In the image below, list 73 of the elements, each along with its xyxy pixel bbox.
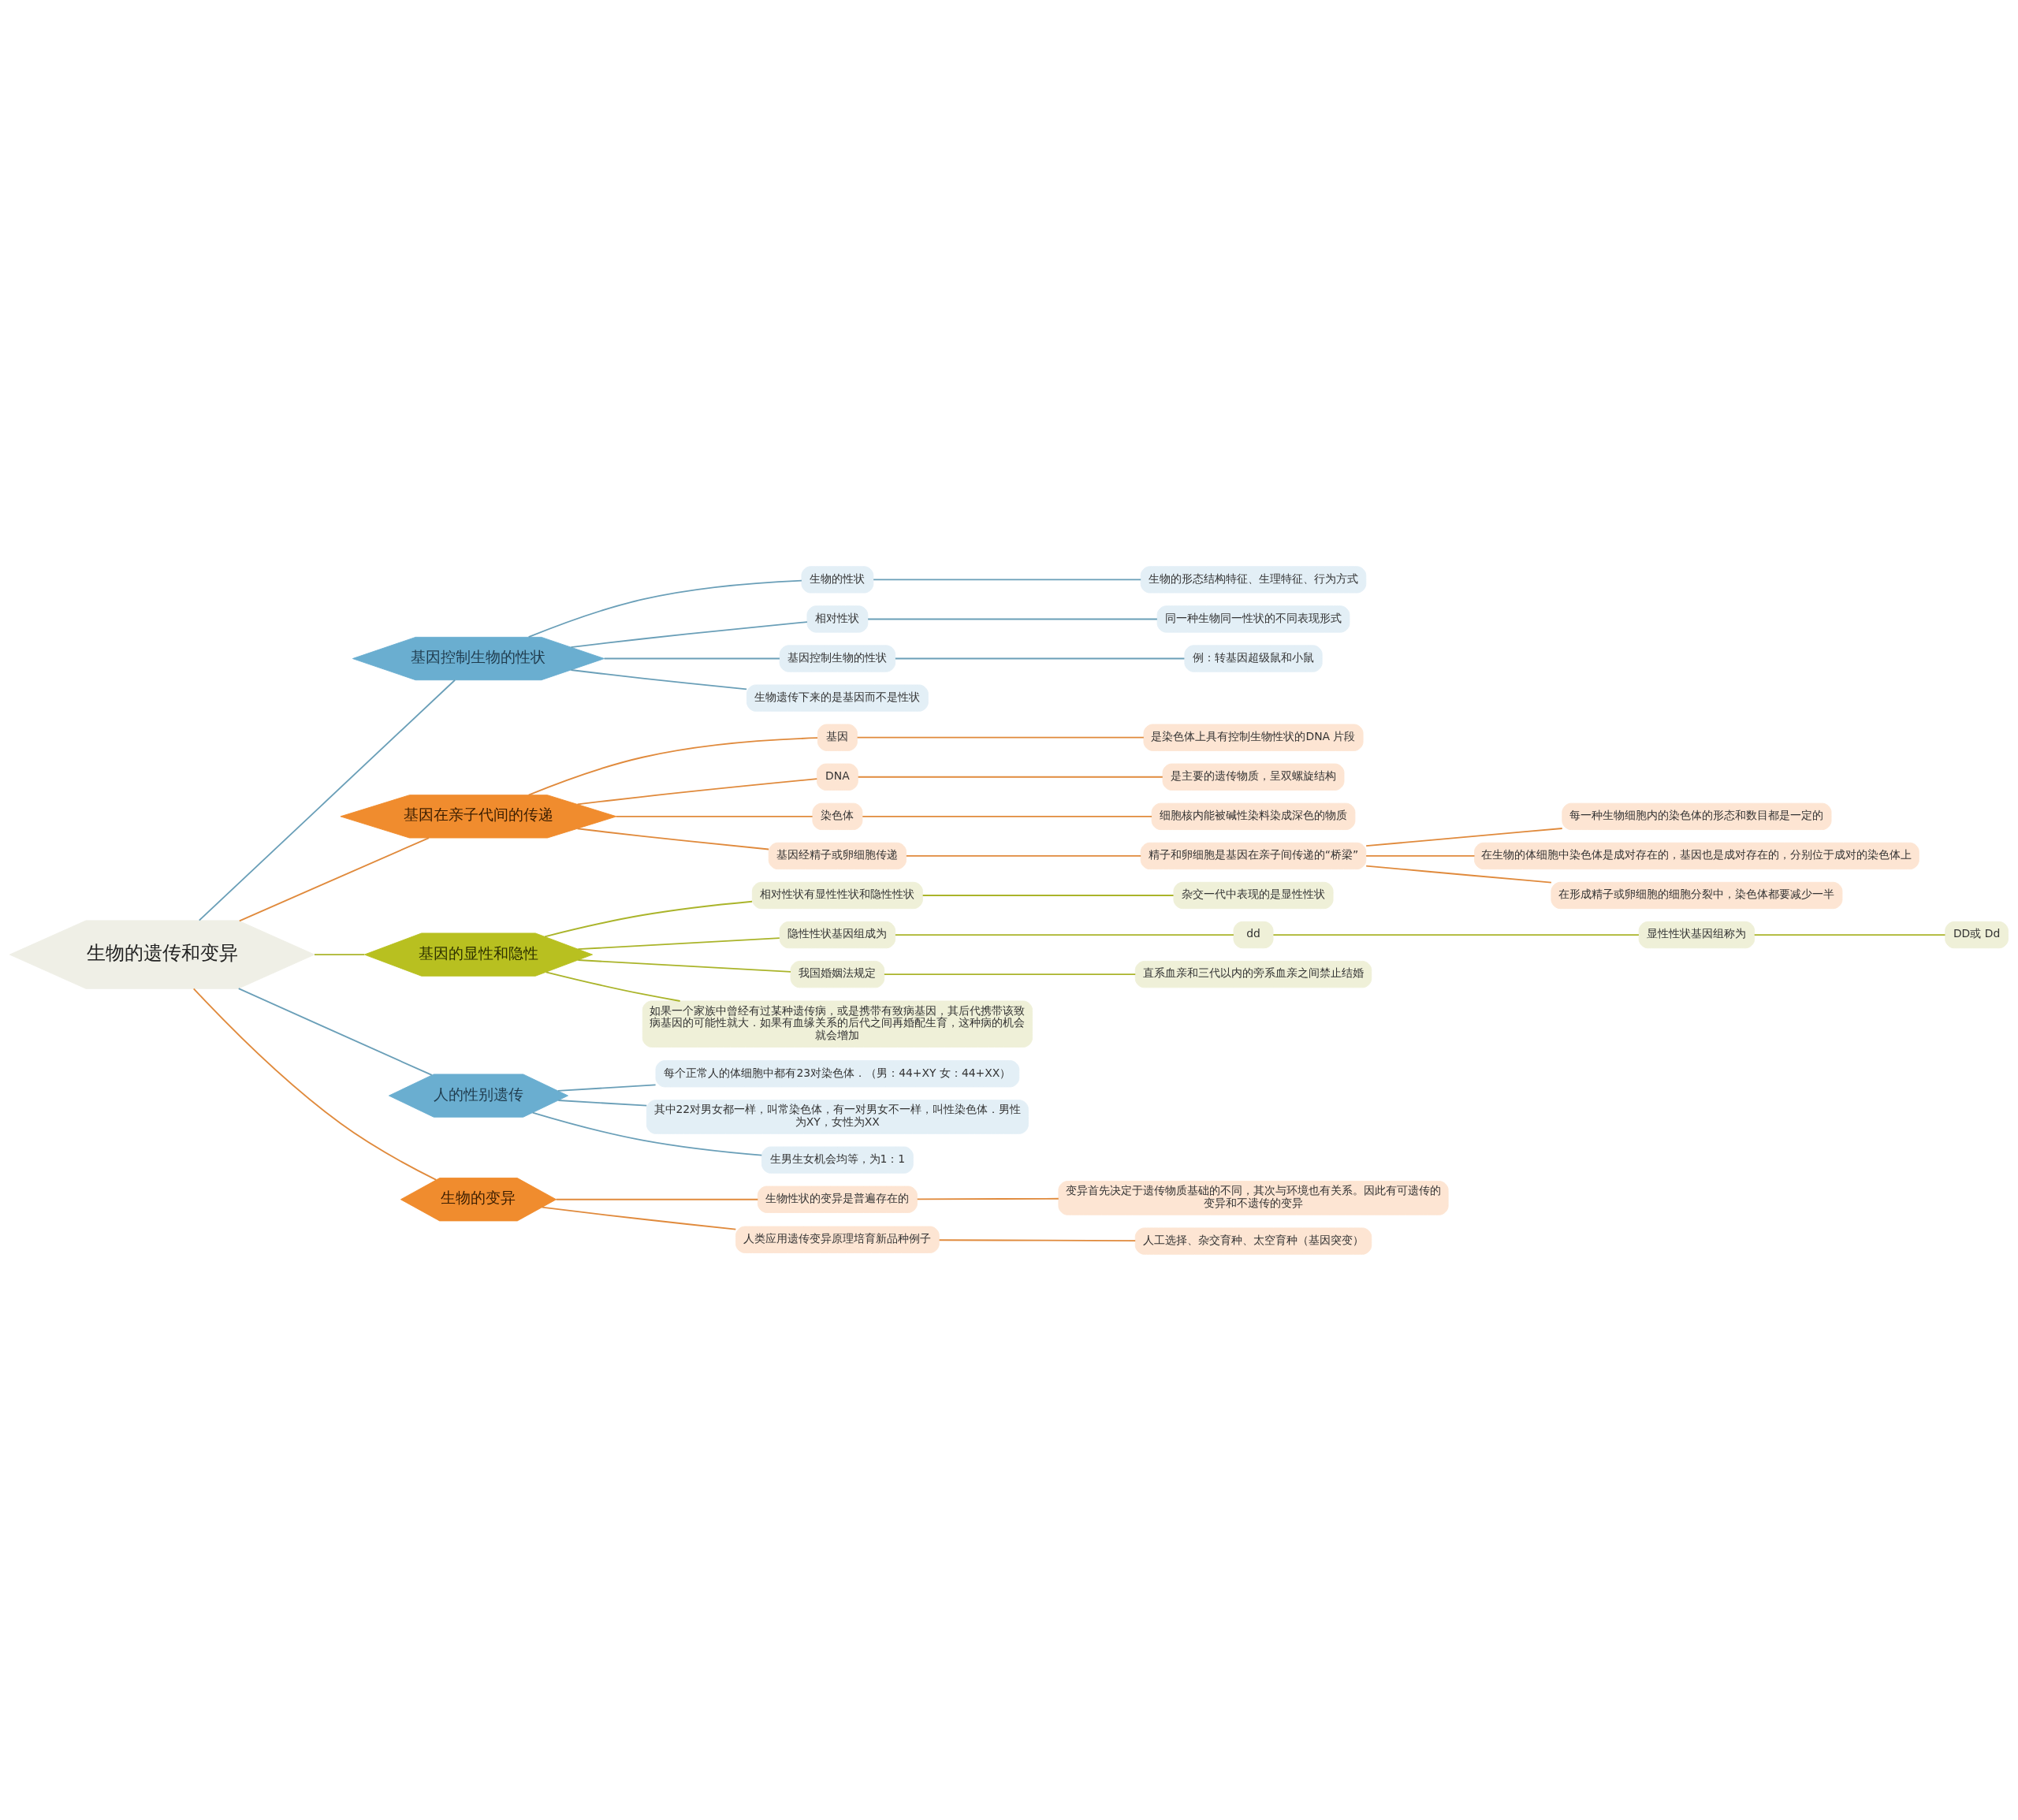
connector (873, 578, 1142, 580)
connector (1272, 933, 1640, 936)
node-box: 例：转基因超级鼠和小鼠 (1184, 644, 1323, 672)
connector (577, 936, 780, 950)
connector (557, 1099, 648, 1107)
node-box: 如果一个家族中曾经有过某种遗传病，或是携带有致病基因，其后代携带该致病基因的可能性就大．如果有血缘关系的后代之间再婚配生育，这种病的机会就会增加 (642, 1000, 1033, 1048)
connector (1365, 865, 1552, 884)
node-box: 隐性性状基因组成为 (779, 921, 896, 948)
node-box: 相对性状有显性性状和隐性性状 (751, 881, 923, 909)
connector (555, 1198, 759, 1200)
node-box: 是主要的遗传物质，呈双螺旋结构 (1162, 763, 1345, 791)
connector (576, 777, 818, 805)
connector (916, 1197, 1059, 1200)
node-box: 生物的形态结构特征、生理特征、行为方式 (1140, 565, 1367, 594)
connector (603, 657, 780, 659)
node-box: 基因经精子或卵细胞传递 (768, 842, 907, 869)
node-box: DD或 Dd (1945, 921, 2009, 948)
node-box: 基因控制生物的性状 (779, 644, 896, 672)
connector (616, 815, 814, 817)
node-box: 在生物的体细胞中染色体是成对存在的，基因也是成对存在的，分别位于成对的染色体上 (1474, 842, 1919, 869)
connector (545, 970, 681, 1002)
connector (894, 657, 1186, 659)
node-box: 生物性状的变异是普遍存在的 (757, 1185, 918, 1213)
connector (527, 736, 818, 795)
node-box: 细胞核内能被碱性染料染成深色的物质 (1151, 802, 1356, 830)
node-box: 人类应用遗传变异原理培育新品种例子 (735, 1226, 940, 1253)
node-box: 精子和卵细胞是基因在亲子间传递的“桥梁” (1140, 842, 1367, 869)
connector (938, 1238, 1137, 1241)
connector (1365, 827, 1563, 847)
node-box: 是染色体上具有控制生物性状的DNA 片段 (1143, 724, 1364, 751)
connector (237, 987, 433, 1076)
connector (576, 827, 770, 850)
connector (527, 579, 802, 638)
node-box: 每一种生物细胞内的染色体的形态和数目都是一定的 (1562, 802, 1832, 830)
node-box: 同一种生物同一性状的不同表现形式 (1156, 605, 1350, 633)
connector (867, 618, 1158, 620)
node-box: 显性性状基因组称为 (1638, 921, 1756, 948)
node-box: 直系血亲和三代以内的旁系血亲之间禁止结婚 (1134, 960, 1372, 988)
connector (192, 987, 437, 1181)
connector (1753, 933, 1946, 936)
node-box: DNA (816, 763, 858, 791)
node-box: 我国婚姻法规定 (790, 960, 885, 988)
connector (198, 679, 456, 921)
node-box: 生物的性状 (801, 565, 874, 594)
node-box: 基因 (817, 724, 858, 751)
connector (905, 854, 1142, 857)
node-box: 生物遗传下来的是基因而不是性状 (746, 683, 929, 712)
connector (557, 1083, 657, 1092)
connector (1365, 854, 1476, 857)
node-box: dd (1233, 921, 1274, 948)
node-box: 生男生女机会均等，为1：1 (761, 1146, 914, 1174)
node-box: 其中22对男女都一样，叫常染色体，有一对男女不一样，叫性染色体．男性为XY，女性为XX (646, 1099, 1029, 1134)
connector (544, 900, 753, 937)
node-box: 相对性状 (806, 605, 869, 633)
connector (238, 836, 430, 921)
connector (570, 620, 808, 648)
connector (531, 1111, 763, 1156)
connector (577, 958, 791, 973)
connector (314, 953, 366, 955)
connector (894, 933, 1234, 936)
node-box: 杂交一代中表现的是显性性状 (1173, 881, 1334, 909)
connector (922, 894, 1175, 896)
node-box: 每个正常人的体细胞中都有23对染色体．（男：44+XY 女：44+XX） (655, 1059, 1020, 1087)
connector (570, 668, 748, 690)
node-box: 变异首先决定于遗传物质基础的不同，其次与环境也有关系。因此有可遗传的变异和不遗传的变异 (1058, 1180, 1449, 1215)
connector (862, 815, 1152, 817)
connector (856, 736, 1145, 739)
connector (541, 1206, 737, 1230)
node-box: 在形成精子或卵细胞的细胞分裂中，染色体都要减少一半 (1551, 881, 1843, 909)
node-box: 染色体 (812, 802, 863, 830)
node-box: 人工选择、杂交育种、太空育种（基因突变） (1134, 1226, 1372, 1255)
connector (857, 776, 1164, 778)
connector (883, 973, 1137, 975)
